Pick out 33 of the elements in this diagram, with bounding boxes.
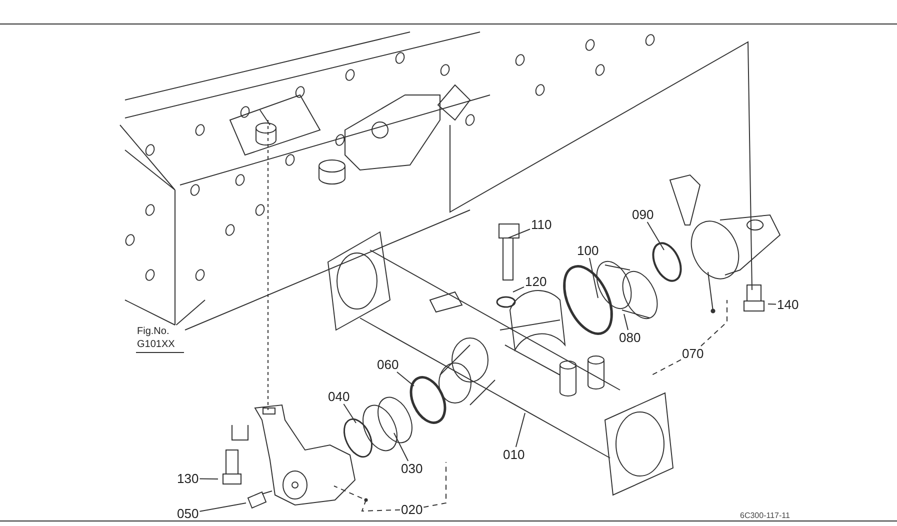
leader-line [508, 228, 530, 238]
leader-line [394, 432, 409, 462]
leader-line [512, 286, 524, 292]
leader-line [199, 478, 218, 480]
callout-number: 020 [400, 502, 424, 517]
drawing-number: 6C300-117-11 [740, 512, 790, 520]
leader-line [515, 412, 526, 448]
callout-number: 070 [681, 346, 705, 361]
leader-line [650, 359, 682, 376]
figure-reference: Fig.No. G101XX [136, 325, 184, 353]
callout-number: 060 [376, 357, 400, 372]
callout-number: 100 [576, 243, 600, 258]
callout-number: 040 [327, 389, 351, 404]
leader-line [646, 222, 664, 250]
leader-line [700, 300, 728, 346]
callout-number: 120 [524, 274, 548, 289]
leader-line [396, 372, 414, 386]
leader-line [343, 404, 356, 424]
leader-line [334, 486, 400, 512]
callout-number: 050 [176, 506, 200, 521]
leader-line [423, 462, 446, 508]
leader-line [768, 304, 776, 305]
leader-line [176, 300, 206, 326]
leader-line [624, 314, 628, 330]
callout-number: 030 [400, 461, 424, 476]
leader-line [199, 502, 246, 512]
leader-line [589, 258, 598, 298]
callout-number: 130 [176, 471, 200, 486]
callout-number: 090 [631, 207, 655, 222]
callout-number: 080 [618, 330, 642, 345]
callout-number: 140 [776, 297, 800, 312]
callout-number: 110 [530, 217, 553, 232]
callout-number: 010 [502, 447, 526, 462]
